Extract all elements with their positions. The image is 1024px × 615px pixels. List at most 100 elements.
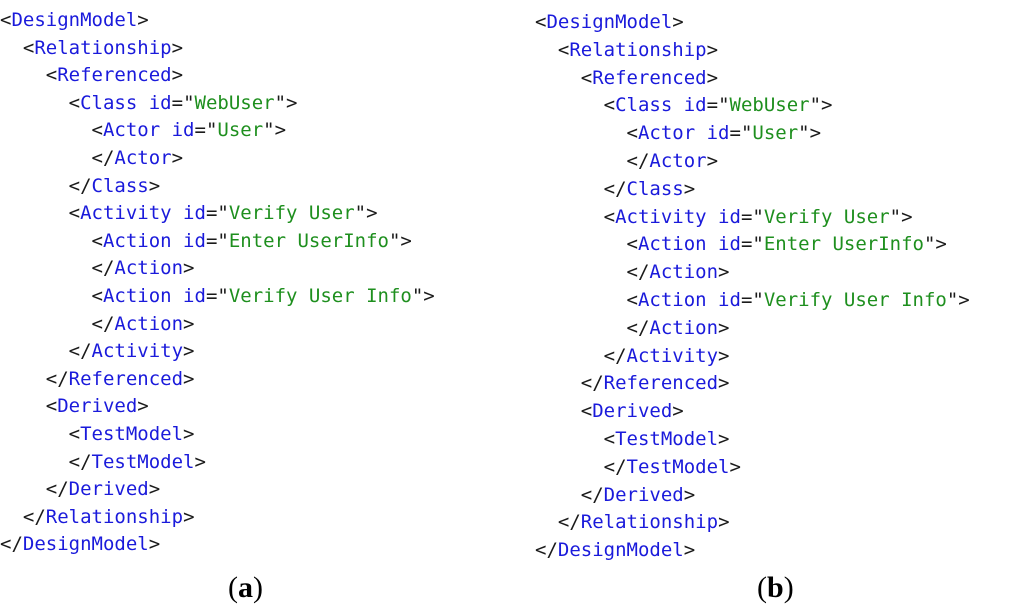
code-line: <Action id="Verify User Info"> [535,287,970,315]
token-tag: Actor [102,119,161,142]
code-line: </Action> [535,315,970,343]
token-tag: Action [114,257,184,280]
caption-letter: b [767,571,784,604]
token-val: Verify User Info [228,284,412,307]
token-tag: Action [649,316,719,339]
token-tag: Actor [114,146,172,169]
indent [0,64,46,86]
indent [0,395,46,417]
indent [0,423,69,445]
token-tag: TestModel [615,427,719,450]
token-punct: > [183,505,195,528]
token-punct: < [603,427,616,450]
indent [0,285,92,307]
code-line: </DesignModel> [0,531,435,559]
token-punct: > [718,261,730,284]
token-tag: Action [637,288,707,311]
token-punct: > [706,38,719,61]
code-line: <Actor id="User"> [0,117,435,145]
code-line: <Referenced> [0,62,435,90]
indent [535,372,581,394]
token-tag: Referenced [57,64,172,87]
token-tag: Derived [57,395,138,418]
indent [535,400,581,422]
token-punct: </ [535,539,558,562]
token-tag: Action [649,261,719,284]
token-punct: </ [580,372,604,395]
code-line: </Relationship> [535,509,970,537]
token-punct: "> [809,94,833,117]
token-punct: =" [740,233,764,256]
indent [535,67,581,89]
token-tag: Activity [626,344,719,367]
token-punct: > [672,11,684,33]
code-line: </Actor> [0,145,435,173]
token-punct: < [603,94,616,117]
token-punct: =" [740,288,764,311]
code-line: </Referenced> [0,366,435,394]
token-punct: "> [946,288,970,311]
token-punct: </ [557,511,581,534]
token-punct: < [626,288,638,311]
token-punct: </ [603,455,627,478]
code-line: <Derived> [0,393,435,421]
caption-letter: a [238,571,253,604]
token-tag: DesignModel [11,9,138,31]
token-punct: </ [91,312,115,335]
token-tag: TestModel [626,455,730,478]
token-punct: "> [388,229,412,252]
token-punct: > [183,312,195,335]
code-line: </Action> [0,255,435,283]
token-tag: Relationship [34,36,172,59]
code-line: <TestModel> [535,426,970,454]
indent [0,37,23,59]
indent [535,511,558,533]
token-punct: =" [729,122,753,145]
token-val: Enter UserInfo [228,229,389,252]
caption-a: (a) [228,571,263,604]
code-line: <Relationship> [535,37,970,65]
indent [535,261,627,283]
token-attr: id [706,233,741,256]
token-punct: > [672,400,684,423]
code-line: <Activity id="Verify User"> [535,204,970,232]
token-tag: DesignModel [546,11,673,33]
token-tag: Referenced [603,372,719,395]
token-punct: </ [626,149,650,172]
indent [535,345,604,367]
token-tag: Activity [80,202,172,225]
caption-b: (b) [757,571,794,604]
code-line: </Referenced> [535,370,970,398]
token-punct: < [580,400,593,423]
indent [0,313,92,335]
indent [535,289,627,311]
token-punct: > [137,395,149,418]
token-punct: =" [205,229,229,252]
code-line: </DesignModel> [535,537,970,565]
indent [535,456,604,478]
token-punct: > [171,146,184,169]
token-tag: Action [102,284,172,307]
token-punct: > [183,257,195,280]
code-line: <Class id="WebUser"> [535,92,970,120]
code-line: <DesignModel> [535,9,970,37]
token-punct: > [171,36,184,59]
token-punct: < [580,66,593,89]
token-punct: </ [0,533,23,556]
token-attr: id [706,205,741,228]
token-tag: Activity [91,340,184,363]
token-punct: </ [68,174,92,197]
token-attr: id [695,122,730,145]
token-tag: TestModel [91,450,195,473]
token-tag: Relationship [569,38,707,61]
token-tag: Derived [603,483,684,506]
token-tag: Actor [637,122,696,145]
indent [535,233,627,255]
token-punct: </ [603,177,627,200]
token-punct: > [683,177,696,200]
token-tag: Activity [615,205,707,228]
token-punct: < [603,205,616,228]
token-punct: > [183,422,195,445]
token-tag: Class [626,177,684,200]
token-punct: =" [205,284,229,307]
